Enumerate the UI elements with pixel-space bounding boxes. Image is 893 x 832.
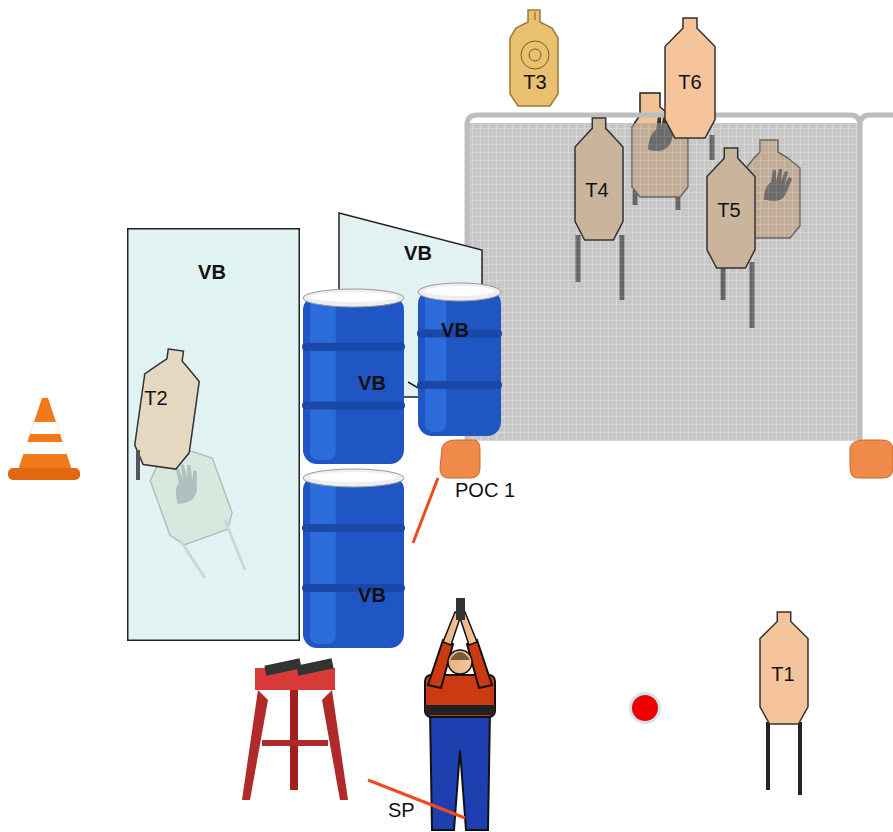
- target-label: T5: [717, 200, 740, 220]
- target: T4: [575, 118, 623, 240]
- barrier-label: VB: [441, 320, 469, 340]
- target: T5: [707, 148, 755, 268]
- target: T6: [665, 18, 715, 138]
- target2-shape: [132, 350, 212, 480]
- barrel-shape: [302, 468, 405, 650]
- target: T1: [760, 612, 808, 724]
- barrier-label: VB: [404, 243, 432, 263]
- target-label: T3: [523, 72, 546, 92]
- barrier-panel: VB T2: [127, 228, 300, 641]
- target-label: T4: [585, 180, 608, 200]
- barrel-shape: [417, 282, 502, 438]
- barrier-label: VB: [198, 262, 226, 282]
- barrel: VB: [302, 468, 405, 650]
- position-label: SP: [388, 800, 415, 820]
- target: T3: [508, 10, 560, 106]
- target-label: T1: [771, 664, 794, 684]
- position-label: POC 1: [455, 480, 515, 500]
- target-label: T2: [144, 388, 167, 408]
- barrel-shape: [302, 288, 405, 466]
- target-shape: [575, 118, 623, 240]
- target-label: T6: [678, 72, 701, 92]
- barrier-label: VB: [358, 585, 386, 605]
- barrier-label: VB: [358, 373, 386, 393]
- barrel: VB: [417, 282, 502, 438]
- target: T2: [132, 350, 212, 480]
- barrel: VB: [302, 288, 405, 466]
